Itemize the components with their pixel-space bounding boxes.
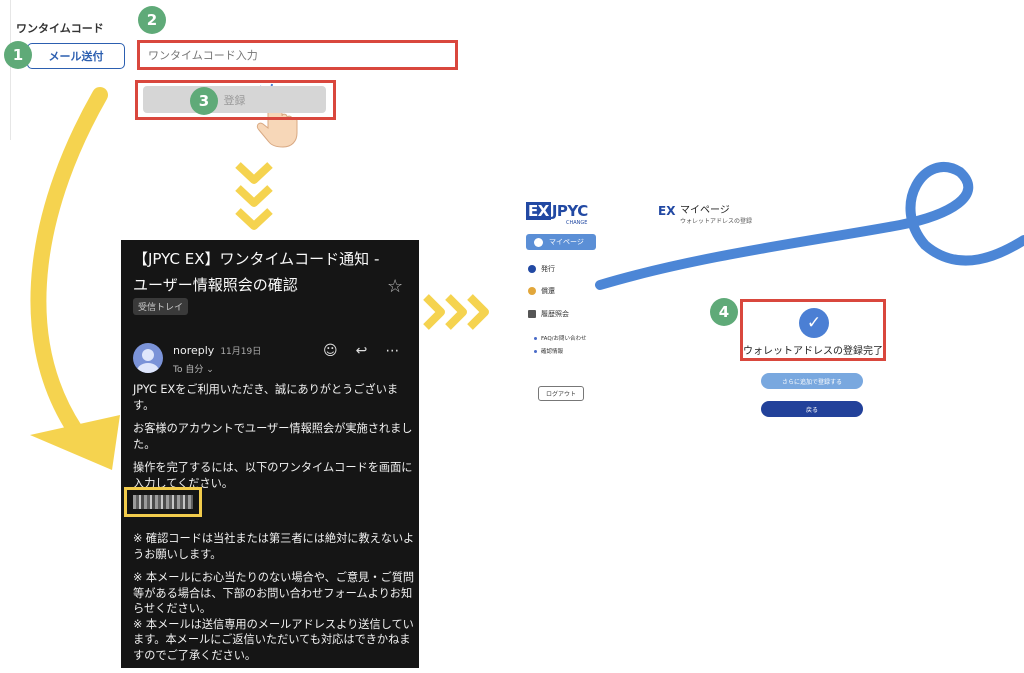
blue-ribbon	[595, 162, 1024, 290]
one-time-code-blurred	[133, 495, 193, 509]
down-chevrons	[235, 162, 273, 230]
email-paragraph: 操作を完了するには、以下のワンタイムコードを画面に入力してください。	[133, 461, 413, 490]
redeem-icon	[528, 287, 536, 295]
user-icon	[534, 237, 543, 247]
nav-faq[interactable]: FAQ/お問い合わせ	[534, 334, 587, 342]
curved-arrow-head	[30, 415, 120, 470]
otp-label: ワンタイムコード	[16, 22, 104, 35]
page-logo: EX	[658, 204, 676, 218]
email-date: 11月19日	[220, 347, 262, 357]
otp-input[interactable]	[140, 43, 455, 67]
registration-complete-text: ウォレットアドレスの登録完了	[743, 346, 883, 357]
site-logo-sub: CHANGE	[566, 220, 588, 226]
emoji-icon[interactable]: ☺	[323, 343, 338, 359]
more-icon[interactable]: ⋯	[385, 343, 400, 359]
add-more-button[interactable]: さらに追加で登録する	[761, 373, 863, 389]
curved-arrow	[30, 87, 108, 438]
one-time-code-highlight	[124, 487, 202, 517]
sender-avatar	[133, 343, 163, 373]
nav-history[interactable]: 履歴照会	[528, 309, 569, 319]
page-subtitle: ウォレットアドレスの登録	[680, 218, 753, 225]
nav-confirm-info[interactable]: 確認情報	[534, 347, 563, 355]
register-highlight	[135, 80, 336, 120]
email-paragraph: お客様のアカウントでユーザー情報照会が実施されました。	[133, 422, 413, 451]
register-button[interactable]: 登録	[143, 86, 326, 113]
bank-icon	[528, 310, 536, 318]
mypage-button[interactable]: マイページ	[526, 234, 596, 250]
page-title: マイページ	[680, 205, 730, 216]
step-badge-3: 3	[190, 87, 218, 115]
registration-complete-box: ✓ ウォレットアドレスの登録完了	[740, 299, 886, 361]
issue-icon	[528, 265, 536, 273]
email-actions: ☺ ↩ ⋯	[323, 343, 399, 359]
email-view: 【JPYC EX】ワンタイムコード通知 - ユーザー情報照会の確認 ☆ 受信トレ…	[121, 240, 419, 668]
star-icon[interactable]: ☆	[387, 276, 404, 297]
reply-icon[interactable]: ↩	[355, 343, 368, 359]
step-badge-2: 2	[138, 6, 166, 34]
email-body: JPYC EXをご利用いただき、誠にありがとうございます。 お客様のアカウントで…	[133, 382, 415, 668]
back-button[interactable]: 戻る	[761, 401, 863, 417]
send-mail-button[interactable]: メール送付	[27, 43, 125, 69]
step-badge-4: 4	[710, 298, 738, 326]
inbox-tag[interactable]: 受信トレイ	[133, 298, 189, 315]
email-paragraph: ※ 本メールは送信専用のメールアドレスより送信しています。本メールにご返信いただ…	[133, 617, 414, 662]
right-chevrons	[423, 294, 489, 330]
check-icon: ✓	[799, 308, 829, 338]
sender-line: noreply 11月19日	[173, 344, 261, 357]
email-paragraph: ※ 確認コードは当社または第三者には絶対に教えないようお願いします。	[133, 532, 415, 561]
email-paragraph: ※ 本メールにお心当たりのない場合や、ご意見・ご質問等がある場合は、下部のお問い…	[133, 571, 415, 615]
step-badge-1: 1	[4, 41, 32, 69]
recipient-toggle[interactable]: To 自分 ⌄	[173, 365, 214, 375]
sender-name: noreply	[173, 344, 215, 357]
panel-divider	[0, 0, 11, 140]
otp-input-wrapper	[137, 40, 458, 70]
nav-redeem[interactable]: 償還	[528, 286, 555, 296]
email-paragraph: JPYC EXをご利用いただき、誠にありがとうございます。	[133, 383, 399, 412]
logout-button[interactable]: ログアウト	[538, 386, 584, 401]
nav-issue[interactable]: 発行	[528, 264, 555, 274]
email-subject: 【JPYC EX】ワンタイムコード通知 - ユーザー情報照会の確認	[133, 250, 380, 294]
